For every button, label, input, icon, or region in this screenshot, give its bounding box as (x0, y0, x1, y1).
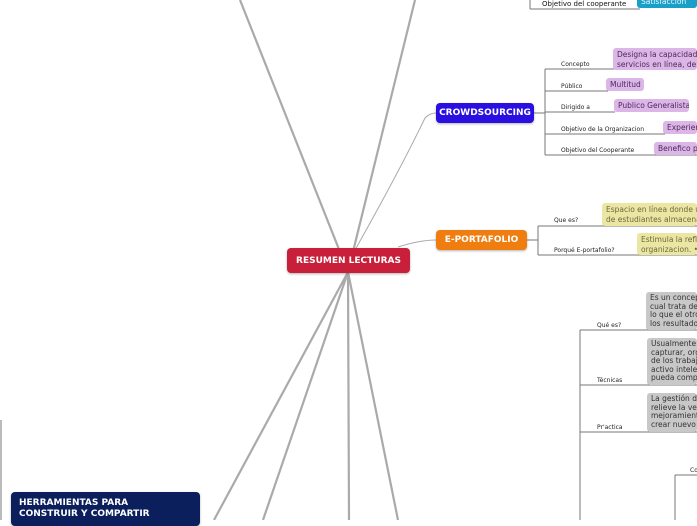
row-label: Concepto (561, 61, 590, 68)
value-node[interactable]: Estimula la refle organizacion. • A (637, 233, 697, 255)
value-node[interactable]: Multitud (606, 78, 644, 91)
value-node[interactable]: Es un concept cual trata de ' lo que el … (646, 292, 697, 330)
row-label: Porqué E-portafolio? (554, 247, 615, 254)
value-node[interactable]: Benefico pe (654, 142, 697, 155)
row-label: Pr'actica (597, 424, 623, 431)
herramientas-node[interactable]: HERRAMIENTAS PARA CONSTRUIR Y COMPARTIR (11, 492, 200, 526)
value-node[interactable]: Espacio en línea donde un de estudiantes… (602, 203, 697, 226)
value-node[interactable]: Satisfaccion (637, 0, 697, 8)
value-node[interactable]: Designa la capacidad d servicios en líne… (613, 48, 697, 70)
crowdsourcing-label: CROWDSOURCING (439, 108, 531, 118)
row-label: Co (690, 467, 697, 474)
crowdsourcing-node[interactable]: CROWDSOURCING (436, 103, 534, 123)
row-label: Objetivo del cooperante (542, 0, 627, 8)
row-label: Qué es? (597, 322, 622, 329)
eportafolio-label: E-PORTAFOLIO (444, 235, 519, 245)
central-node-label: RESUMEN LECTURAS (296, 255, 401, 266)
row-label: Objetivo del Cooperante (561, 147, 635, 154)
value-node[interactable]: Usualmente e capturar, orga de los traba… (647, 338, 697, 385)
row-label: Dirigido a (561, 104, 590, 111)
eportafolio-node[interactable]: E-PORTAFOLIO (436, 230, 527, 250)
row-label: Objetivo de la Organizacion (561, 126, 645, 133)
row-label: Público (561, 83, 583, 90)
value-node[interactable]: La gestión de relieve la ven mejoramient… (647, 393, 697, 432)
row-label: Que es? (554, 217, 579, 224)
value-node[interactable]: Publico Generalista (614, 99, 689, 112)
herramientas-label: HERRAMIENTAS PARA CONSTRUIR Y COMPARTIR (19, 498, 150, 519)
value-node[interactable]: Experien (663, 121, 697, 134)
row-label: Técnicas (597, 377, 623, 384)
central-node[interactable]: RESUMEN LECTURAS (287, 248, 410, 273)
